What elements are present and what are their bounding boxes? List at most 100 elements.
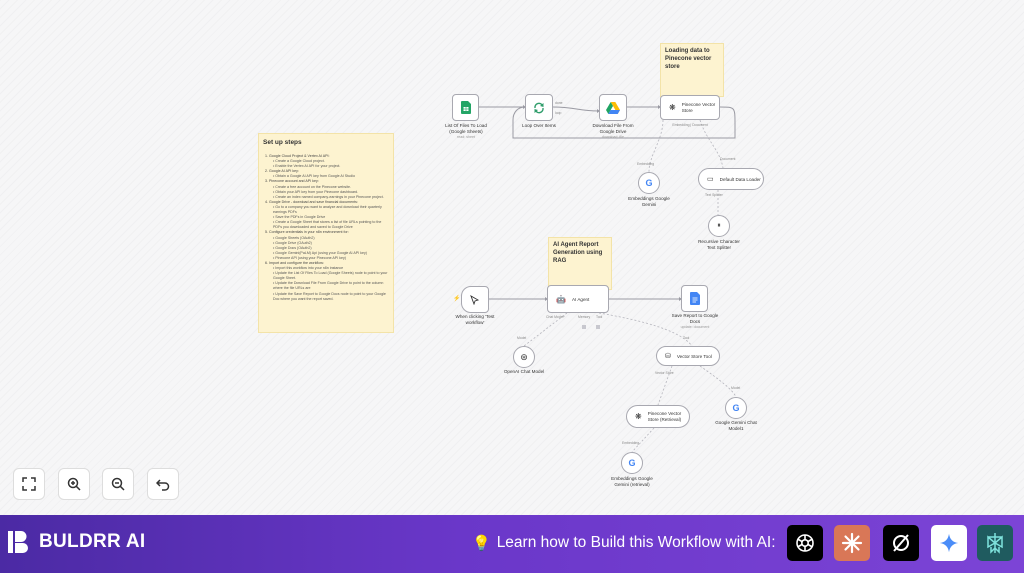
fit-view-button[interactable] <box>13 468 45 500</box>
note-setup-steps[interactable]: Set up steps 1. Google Cloud Project & V… <box>258 133 394 333</box>
setup-step-bullet: • Google Drive (OAuth2) <box>273 240 312 245</box>
learn-text: 💡 Learn how to Build this Workflow with … <box>472 534 776 552</box>
setup-step-heading: 4. Google Drive - download and save fina… <box>265 199 358 204</box>
cursor-icon <box>470 294 480 305</box>
setup-step-bullet: • Import this workflow into your n8n ins… <box>273 266 344 271</box>
pinecone-retrieval-icon: ❋ <box>635 412 642 421</box>
node-embeddings-retrieval-label: Embeddings Google Gemini (retrieval) <box>611 476 653 487</box>
setup-step-bullet: • Update the Save Report to Google Docs … <box>273 291 386 301</box>
document-icon: ▭ <box>707 176 714 183</box>
setup-step-bullet: • Update the Download File From Google D… <box>273 281 384 291</box>
setup-step-bullet: • Obtain your API key from your Pinecone… <box>273 189 359 194</box>
node-gemini-chat-label: Google Gemini Chat Model1 <box>715 420 757 431</box>
node-openai-label: OpenAI Chat Model <box>503 369 545 374</box>
note-rag[interactable]: AI Agent Report Generation using RAG <box>548 237 612 290</box>
node-loop-label: Loop Over Items <box>522 123 556 128</box>
fit-view-icon <box>22 477 36 491</box>
node-trigger[interactable] <box>461 286 489 313</box>
perplexity-icon <box>987 533 1003 554</box>
node-loop[interactable] <box>525 94 553 121</box>
zoom-out-icon <box>111 477 125 491</box>
connections <box>479 105 737 453</box>
setup-step-bullet: • Obtain a Google AI API key from Google… <box>273 174 355 179</box>
claude-icon <box>841 532 863 554</box>
setup-step-bullet: • Enable the Vertex AI API for your proj… <box>273 164 341 169</box>
node-openai[interactable]: ⊛ <box>513 346 535 368</box>
google-docs-icon <box>689 292 700 305</box>
note-rag-title: AI Agent Report Generation using RAG <box>553 242 603 264</box>
tool-conn-label: Tool <box>596 315 603 319</box>
node-list-files-sub: read: sheet <box>457 135 475 139</box>
setup-step-bullet: • Save the PDFs in Google Drive <box>273 215 326 220</box>
note-loading-title: Loading data to Pinecone vector store <box>665 48 712 70</box>
trigger-bolt-icon: ⚡ <box>453 296 461 302</box>
embedding1-conn-label: Embedding <box>637 162 655 166</box>
openai-icon: ⊛ <box>520 351 528 362</box>
node-vector-tool[interactable]: ⛁ Vector Store Tool <box>656 346 720 366</box>
undo-button[interactable] <box>147 468 179 500</box>
pinecone-sub-label: Embedding | Document <box>672 123 708 127</box>
setup-step-heading: 3. Pinecone account and API key: <box>265 179 319 184</box>
zoom-in-button[interactable] <box>58 468 90 500</box>
node-vector-tool-label: Vector Store Tool <box>676 353 712 359</box>
splitter-icon: ⏸ <box>717 222 721 229</box>
node-text-splitter[interactable]: ⏸ <box>708 215 730 237</box>
google-icon: G <box>645 178 653 188</box>
setup-step-bullet: • Google Docs (OAuth2) <box>273 245 312 250</box>
setup-steps-list: 1. Google Cloud Project & Vertex AI API:… <box>265 154 389 302</box>
node-trigger-label: When clicking 'Test workflow' <box>455 314 495 325</box>
loop-loop-label: loop <box>555 111 562 115</box>
robot-icon: 🤖 <box>556 294 566 304</box>
setup-step-bullet: • Update the List Of Files To Load (Goog… <box>273 271 388 281</box>
setup-step-bullet: • Google Gemini(PaLM) Api (using your Go… <box>273 250 367 255</box>
grok-button[interactable] <box>883 525 919 561</box>
learn-label: Learn how to Build this Workflow with AI… <box>496 534 776 551</box>
grok-icon <box>893 534 909 552</box>
loop-done-label: done <box>555 101 563 105</box>
chatgpt-button[interactable] <box>787 525 823 561</box>
buldrr-logo-icon <box>8 531 28 553</box>
text-splitter-conn-label: Text Splitter <box>705 193 723 197</box>
node-gemini-chat[interactable]: G <box>725 397 747 419</box>
setup-step-bullet: • Pinecone API (using your Pinecone API … <box>273 255 346 260</box>
embedding2-conn-label: Embedding <box>622 441 640 445</box>
note-loading-data[interactable]: Loading data to Pinecone vector store <box>660 43 724 97</box>
gemini-button[interactable] <box>931 525 967 561</box>
node-list-files[interactable] <box>452 94 479 121</box>
node-pinecone-store-label: Pinecone Vector Store <box>681 102 716 113</box>
brand-name: BULDRR AI <box>39 531 146 552</box>
setup-step-bullet: • Go to a company you want to analyze an… <box>273 204 382 215</box>
node-pinecone-retrieval[interactable]: ❋ Pinecone Vector Store (Retrieval) <box>626 405 690 428</box>
loop-icon <box>534 102 544 113</box>
pinecone-icon: ❋ <box>669 103 676 112</box>
gemini-icon <box>939 533 959 553</box>
setup-step-bullet: • Google Sheets (OAuth2) <box>273 235 315 240</box>
perplexity-button[interactable] <box>977 525 1013 561</box>
node-data-loader[interactable]: ▭ Default Data Loader <box>698 168 764 190</box>
node-data-loader-label: Default Data Loader <box>719 176 761 182</box>
node-save-report[interactable] <box>681 285 708 312</box>
node-pinecone-retrieval-label: Pinecone Vector Store (Retrieval) <box>647 411 682 422</box>
setup-step-bullet: • Create a Google Sheet that stores a li… <box>273 220 382 230</box>
setup-step-heading: 6. Import and configure the workflow: <box>265 260 324 265</box>
node-pinecone-store[interactable]: ❋ Pinecone Vector Store <box>660 95 720 120</box>
workflow-canvas[interactable]: Loading data to Pinecone vector store AI… <box>0 0 1024 515</box>
brand[interactable]: BULDRR AI <box>7 529 146 555</box>
chat-model-conn-label: Chat Model* <box>546 315 565 319</box>
zoom-out-button[interactable] <box>102 468 134 500</box>
claude-button[interactable] <box>834 525 870 561</box>
setup-step-bullet: • Create an index named company-earnings… <box>273 194 384 199</box>
google-sheets-icon <box>460 101 471 114</box>
node-embeddings-retrieval[interactable]: G <box>621 452 643 474</box>
node-ai-agent[interactable]: 🤖 AI Agent <box>547 285 609 313</box>
undo-icon <box>156 479 170 491</box>
zoom-in-icon <box>67 477 81 491</box>
model2-conn-label: Model <box>731 386 741 390</box>
document-conn-label: Document <box>720 157 736 161</box>
setup-step-heading: 1. Google Cloud Project & Vertex AI API: <box>265 154 330 158</box>
node-download[interactable] <box>599 94 627 121</box>
setup-step-bullet: • Create a free account on the Pinecone … <box>273 184 351 189</box>
tool-target-label: Tool <box>683 336 690 340</box>
node-download-label: Download File From Google Drive <box>592 123 634 134</box>
node-embeddings-gemini[interactable]: G <box>638 172 660 194</box>
